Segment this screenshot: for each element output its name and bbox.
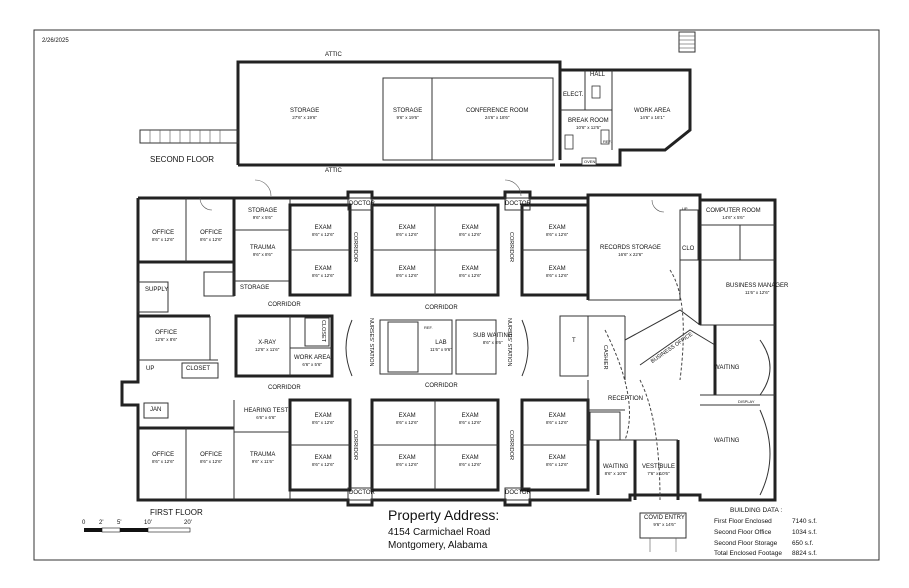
second-floor-plan bbox=[139, 31, 696, 167]
ref-label-lab: REF. bbox=[424, 325, 433, 330]
ref-label-upper: REF. bbox=[603, 139, 612, 144]
cashier-label: CASHIER bbox=[602, 345, 608, 370]
address-line-1: 4154 Carmichael Road bbox=[388, 527, 491, 538]
corridor-label-4: CORRIDOR bbox=[425, 383, 458, 389]
scale-tick-5: 5' bbox=[117, 520, 122, 526]
first-floor-plan bbox=[120, 179, 777, 552]
scale-bar bbox=[84, 527, 191, 533]
hall-label: HALL bbox=[590, 72, 606, 78]
doctor-label-4: DOCTOR bbox=[505, 490, 531, 496]
nurses-station-right: NURSES' STATION bbox=[506, 318, 512, 367]
building-data-title: BUILDING DATA : bbox=[730, 507, 783, 514]
jan-label: JAN bbox=[150, 407, 162, 413]
scale-tick-0: 0 bbox=[82, 520, 86, 526]
corridor-label-v4: CORRIDOR bbox=[508, 430, 514, 460]
corridor-label-v3: CORRIDOR bbox=[352, 430, 358, 460]
nurses-station-left: NURSES' STATION bbox=[368, 318, 374, 367]
attic-label-bottom: ATTIC bbox=[325, 168, 342, 174]
corridor-label-2: CORRIDOR bbox=[425, 305, 458, 311]
scale-tick-20: 20' bbox=[184, 520, 192, 526]
doctor-label-1: DOCTOR bbox=[349, 201, 375, 207]
address-heading: Property Address: bbox=[388, 507, 500, 523]
waiting-label-2: WAITING bbox=[714, 438, 740, 444]
reception-label: RECEPTION bbox=[608, 396, 644, 402]
corridor-label-3: CORRIDOR bbox=[268, 385, 301, 391]
second-floor-label: SECOND FLOOR bbox=[150, 155, 215, 164]
attic-label-top: ATTIC bbox=[325, 52, 342, 58]
scale-tick-10: 10' bbox=[144, 520, 152, 526]
drawing-date: 2/26/2025 bbox=[42, 38, 69, 44]
doctor-label-2: DOCTOR bbox=[505, 201, 531, 207]
clo-label: CLO bbox=[682, 246, 695, 252]
oven-label: OVEN bbox=[584, 159, 596, 164]
toilet-label: T bbox=[572, 338, 576, 344]
waiting-label-1: WAITING bbox=[714, 365, 740, 371]
supply-label: SUPPLY bbox=[145, 287, 169, 293]
elect-label: ELECT. bbox=[563, 92, 584, 98]
closet-label: CLOSET bbox=[186, 366, 211, 372]
scale-tick-2: 2' bbox=[99, 520, 104, 526]
closet-label-xray: CLOSET bbox=[320, 320, 326, 343]
address-line-2: Montgomery, Alabama bbox=[388, 540, 488, 551]
doctor-label-3: DOCTOR bbox=[349, 490, 375, 496]
up-label-right: UP bbox=[682, 206, 688, 211]
corridor-label-v1: CORRIDOR bbox=[352, 232, 358, 262]
storage-b-label: STORAGE bbox=[240, 285, 270, 291]
up-label: UP bbox=[146, 366, 155, 372]
first-floor-label: FIRST FLOOR bbox=[150, 508, 203, 517]
sheet-border bbox=[33, 29, 880, 561]
corridor-label-v2: CORRIDOR bbox=[508, 232, 514, 262]
corridor-label-1: CORRIDOR bbox=[268, 302, 301, 308]
display-label: DISPLAY bbox=[738, 399, 755, 404]
